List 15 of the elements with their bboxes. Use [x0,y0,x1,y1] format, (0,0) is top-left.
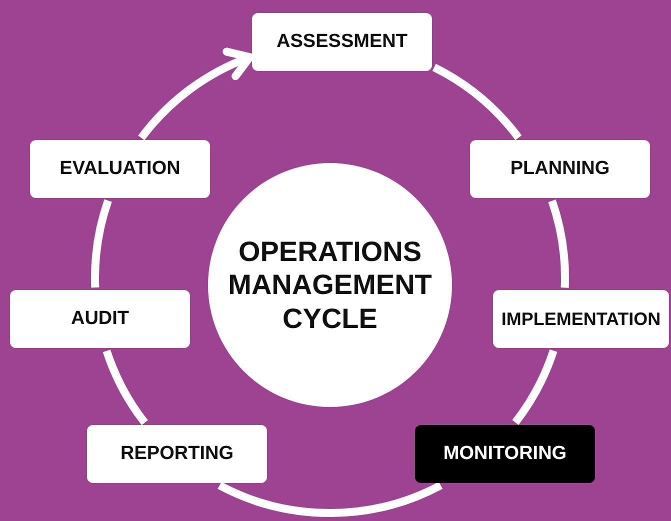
connector-line [218,482,442,517]
stage-box: EVALUATION [30,140,210,198]
arrow [138,49,254,140]
stage-box: PLANNING [470,140,650,198]
stage-box: AUDIT [10,290,190,348]
connector-line [548,200,569,288]
stage-box: IMPLEMENTATION [493,290,669,348]
center-circle: OPERATIONS MANAGEMENT CYCLE [208,163,452,407]
connector-line [91,199,112,288]
stage-box: MONITORING [415,425,595,483]
connector-line [102,350,148,426]
connector-line [432,64,522,140]
connector-line [512,349,558,425]
stage-box: REPORTING [87,425,267,483]
stage-box: ASSESSMENT [252,13,432,71]
